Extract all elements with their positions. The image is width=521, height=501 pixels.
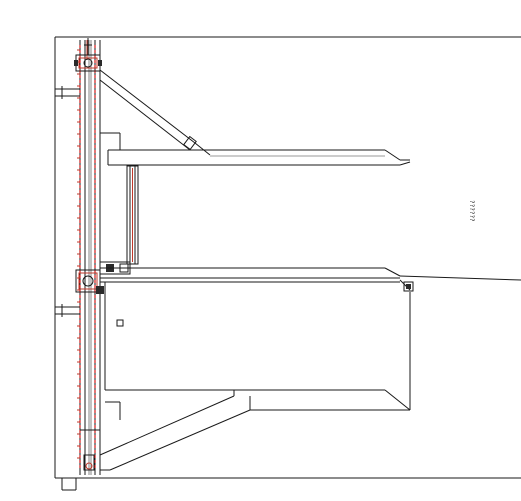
bottom-joint xyxy=(80,429,100,471)
upper-diagonal-brace xyxy=(99,69,211,156)
centerline-marks xyxy=(79,40,96,470)
lower-diagonal-bracket xyxy=(99,389,251,471)
left-stub-upper xyxy=(55,86,80,99)
lower-beam xyxy=(100,267,521,292)
vertical-strut xyxy=(126,165,139,265)
annotation-text: ?????? xyxy=(468,200,475,222)
small-square-marker xyxy=(116,319,124,327)
upper-joint-assembly xyxy=(74,38,102,72)
left-stub-lower xyxy=(55,304,80,317)
frame-outline xyxy=(54,36,521,491)
box-body xyxy=(104,282,411,411)
side-annotation: ?????? xyxy=(468,200,475,222)
upper-beam xyxy=(100,132,411,166)
